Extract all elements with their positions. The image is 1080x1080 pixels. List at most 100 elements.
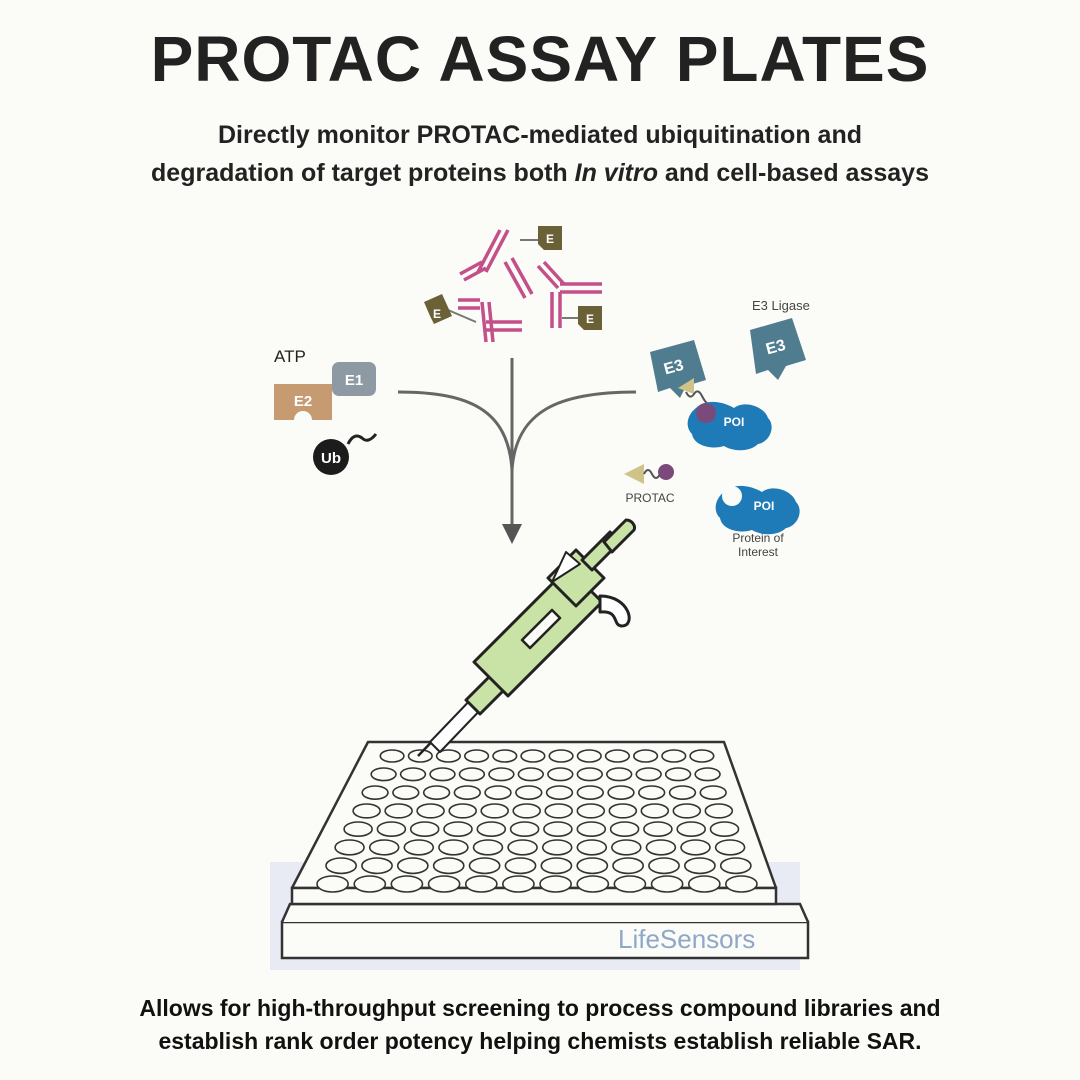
plate-well — [361, 785, 389, 800]
plate-well — [709, 821, 740, 837]
plate-well — [637, 785, 666, 800]
plate-well — [353, 875, 387, 893]
plate-well — [661, 749, 687, 763]
plate-well — [610, 839, 642, 856]
plate-well — [316, 875, 350, 893]
page-title: PROTAC ASSAY PLATES — [150, 23, 930, 95]
plate-well — [676, 821, 707, 837]
footer-line-2: establish rank order potency helping che… — [158, 1028, 922, 1054]
plate-well — [576, 767, 603, 782]
plate-well — [480, 803, 510, 819]
protac-free-wedge — [624, 464, 644, 484]
e-tag-1 — [538, 226, 562, 250]
plate-well — [438, 839, 469, 856]
brand-part-2: Sensors — [660, 924, 755, 954]
e-tag-1-label: E — [546, 232, 554, 246]
e1-label: E1 — [345, 372, 363, 389]
e3-ligase-icon-label: E3 — [764, 337, 787, 359]
plate-well — [517, 767, 544, 782]
plate-skirt — [280, 902, 810, 923]
pipette-window — [520, 608, 562, 650]
plate-well — [632, 749, 659, 763]
plate-well — [635, 767, 662, 782]
right-reagents: E3 Ligase E3 E3 POI PROTAC POI Protein o… — [624, 298, 810, 559]
plate-well — [427, 875, 461, 893]
down-arrowhead — [502, 524, 522, 544]
plate-well — [668, 785, 697, 800]
plate-well — [680, 839, 711, 856]
subtitle-line-2: degradation of target proteins both In v… — [40, 154, 1040, 192]
left-curve-arrow — [397, 390, 514, 471]
plate-well — [458, 767, 486, 782]
plate-well — [648, 857, 680, 875]
subtitle-line-2-italic: In vitro — [574, 159, 658, 187]
plate-well — [607, 785, 635, 800]
plate-well — [502, 875, 535, 893]
e-tag-3-label: E — [586, 312, 594, 326]
pipette-hook — [598, 594, 631, 628]
plate-well — [492, 749, 518, 763]
plate-well — [544, 803, 574, 819]
plate-well — [604, 749, 631, 763]
plate-well — [643, 821, 673, 837]
plate-well — [392, 785, 420, 800]
plate-well — [640, 803, 670, 819]
plate-well — [432, 857, 465, 875]
e-tags: E E E — [424, 226, 602, 330]
plate-wells — [316, 749, 758, 893]
plate-well — [472, 839, 504, 856]
plate-well — [368, 839, 400, 856]
plate-well — [699, 785, 727, 800]
plate-well — [509, 821, 540, 837]
plate-well — [343, 821, 373, 837]
converging-arrows — [397, 358, 637, 528]
plate-well — [334, 839, 365, 856]
page-subtitle: Directly monitor PROTAC-mediated ubiquit… — [40, 116, 1040, 192]
protac-free-ball — [658, 464, 674, 480]
plate-well — [464, 749, 490, 763]
e-tag-2-label: E — [433, 307, 441, 321]
plate-well — [650, 875, 684, 893]
plate-well — [613, 875, 647, 893]
plate-well — [468, 857, 501, 875]
atp-label: ATP — [274, 347, 306, 366]
plate-well — [543, 821, 573, 837]
plate-well — [664, 767, 692, 782]
subtitle-line-1: Directly monitor PROTAC-mediated ubiquit… — [218, 121, 862, 149]
plate-well — [409, 821, 440, 837]
plate-well — [464, 875, 498, 893]
plate-well — [443, 821, 473, 837]
antibody-1 — [459, 229, 534, 299]
plate-well — [609, 821, 640, 837]
antibodies — [447, 229, 602, 343]
e-tag-3 — [578, 306, 602, 330]
plate-well — [576, 803, 606, 819]
plate-well — [725, 875, 758, 893]
plate-well — [515, 785, 543, 800]
plate-well — [689, 749, 715, 763]
plate-well — [704, 803, 734, 819]
e3-bound-label: E3 — [662, 357, 685, 379]
plate-well — [390, 875, 424, 893]
plate-well — [539, 875, 573, 893]
plate-well — [384, 803, 413, 819]
plate-well — [416, 803, 445, 819]
plate-well — [399, 767, 427, 782]
plate-well — [376, 821, 407, 837]
antibody-2 — [458, 298, 522, 343]
antibody-3 — [536, 260, 602, 328]
plate-well — [507, 839, 538, 856]
plate-well — [545, 785, 574, 800]
pipette-plunger-button — [602, 518, 636, 554]
plate-well — [576, 839, 608, 856]
protac-bound-wedge — [678, 378, 694, 394]
left-reagents: ATP E1 E2 Ub — [274, 347, 378, 475]
plate-well — [576, 749, 602, 763]
plate-well — [576, 875, 610, 893]
plate-well — [540, 857, 573, 875]
ub-label: Ub — [321, 450, 341, 467]
plate-well — [484, 785, 512, 800]
pipette-ejector — [551, 551, 581, 583]
footer-line-1: Allows for high-throughput screening to … — [139, 995, 941, 1021]
right-curve-arrow — [510, 390, 637, 471]
